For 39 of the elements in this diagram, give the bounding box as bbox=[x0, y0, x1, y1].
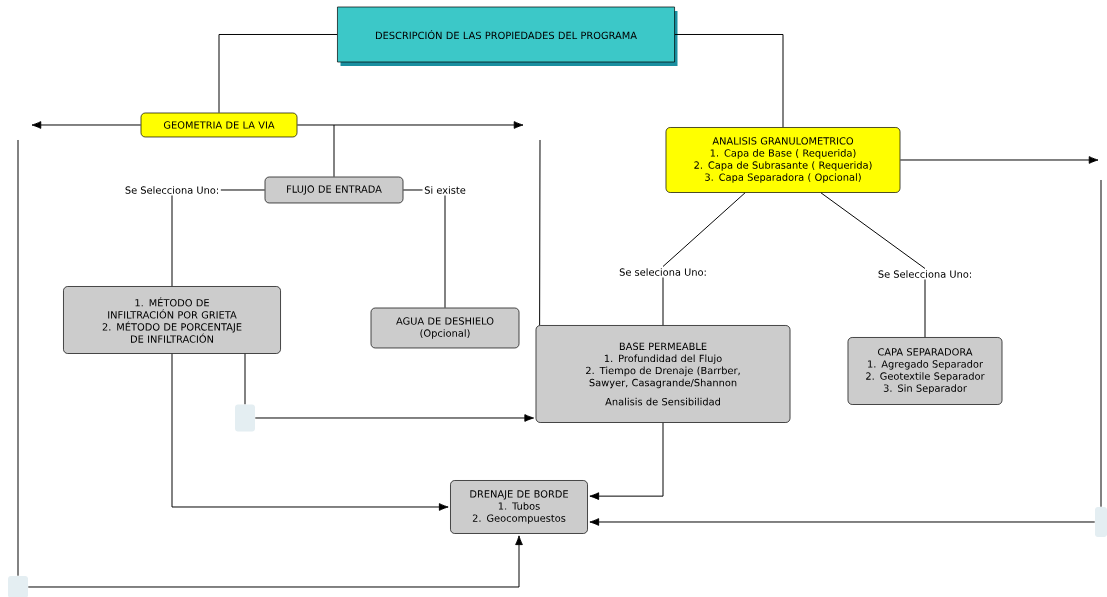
process-box: CAPA SEPARADORA 1. Agregado Separador 2. Geotextile Separador 3. Sin Separador bbox=[847, 337, 1003, 405]
arrow bbox=[296, 121, 524, 129]
process-box: BASE PERMEABLE 1. Profundidad del Flujo 2. Tiempo de Drenaje (Barrber, Sawyer, Casagrande/Shannon Analisis de Sensibilidad bbox=[535, 325, 791, 423]
connector-line bbox=[17, 139, 19, 577]
connector-line bbox=[444, 195, 446, 309]
arrow bbox=[171, 353, 449, 511]
arrow bbox=[254, 414, 535, 422]
process-box: DRENAJE DE BORDE 1. Tubos 2. Geocompuestos bbox=[450, 480, 588, 534]
connector-line bbox=[924, 279, 926, 338]
connector-line bbox=[820, 192, 926, 269]
connector-line bbox=[662, 277, 664, 326]
branch-label: Se Selecciona Uno: bbox=[123, 184, 221, 196]
process-box: FLUJO DE ENTRADA bbox=[264, 176, 404, 204]
category-box: GEOMETRIA DE LA VIA bbox=[140, 112, 298, 138]
connector-line bbox=[244, 353, 246, 405]
branch-label: Si existe bbox=[422, 184, 468, 196]
process-box: 1. MÉTODO DE INFILTRACIÓN POR GRIETA 2. MÉTODO DE PORCENTAJE DE INFILTRACIÓN bbox=[63, 286, 281, 354]
connector-line bbox=[662, 192, 746, 267]
connector-line bbox=[1100, 179, 1102, 508]
branch-label: Se seleciona Uno: bbox=[617, 266, 709, 278]
junction-box bbox=[1095, 507, 1107, 537]
arrow bbox=[27, 535, 523, 588]
connector-line bbox=[674, 34, 784, 128]
junction-box bbox=[8, 576, 28, 597]
connector-line bbox=[539, 139, 541, 326]
arrow bbox=[589, 518, 1096, 526]
branch-label: Se Selecciona Uno: bbox=[876, 268, 974, 280]
connector-line bbox=[333, 124, 335, 178]
connector-line bbox=[171, 195, 173, 287]
junction-box bbox=[235, 404, 255, 432]
heading-box: DESCRIPCIÓN DE LAS PROPIEDADES DEL PROGRAMA bbox=[337, 6, 678, 66]
arrow bbox=[899, 156, 1099, 164]
arrow bbox=[589, 422, 664, 500]
arrow bbox=[31, 121, 142, 129]
connector-line bbox=[402, 189, 423, 191]
connector-line bbox=[220, 189, 266, 191]
connector-line bbox=[218, 34, 338, 114]
process-box: AGUA DE DESHIELO (Opcional) bbox=[370, 307, 520, 349]
category-box: ANALISIS GRANULOMETRICO 1. Capa de Base ( Requerida) 2. Capa de Subrasante ( Requerida) 3. Capa Separadora ( Opcional) bbox=[665, 127, 901, 193]
